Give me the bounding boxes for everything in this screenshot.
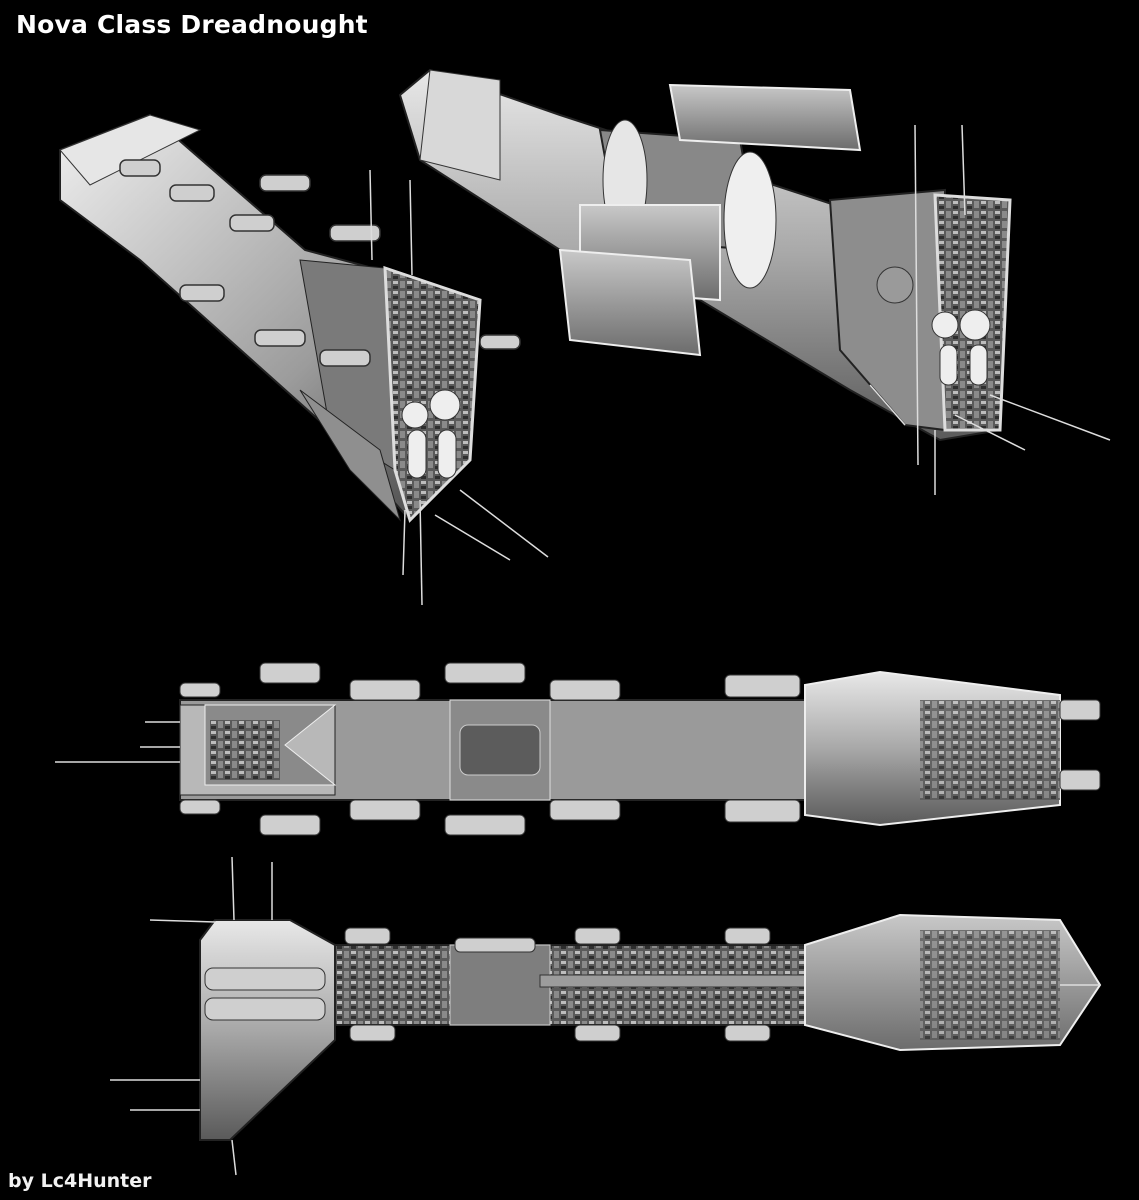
ship-perspective-right (398, 68, 1111, 495)
ship-side-view (110, 856, 1102, 1176)
ship-perspective-left (59, 113, 549, 606)
ship-top-view (55, 662, 1101, 836)
author-credit: by Lc4Hunter (8, 1170, 152, 1192)
image-title: Nova Class Dreadnought (16, 10, 368, 39)
